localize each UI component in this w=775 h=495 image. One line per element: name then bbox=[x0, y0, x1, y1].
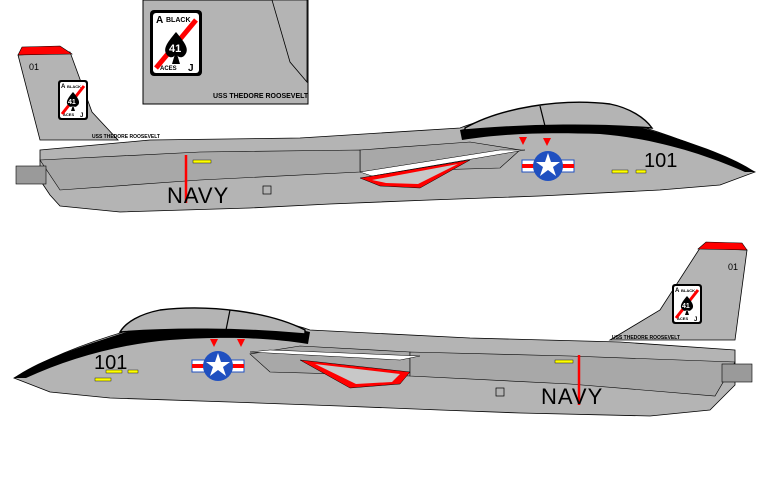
bottom-warning-triangle-1 bbox=[210, 339, 218, 347]
bottom-canopy-frame bbox=[225, 309, 231, 331]
bottom-tail-number: 01 bbox=[728, 262, 738, 272]
top-antiglare-stripe bbox=[460, 118, 755, 172]
inset-card-bottom-word: ACES bbox=[160, 66, 177, 72]
top-glove-white-stripe bbox=[359, 149, 526, 177]
inset-ship-name: USS THEDORE ROOSEVELT bbox=[213, 93, 309, 100]
top-yellow-marking-2 bbox=[611, 169, 629, 174]
inset-card-number: 41 bbox=[169, 43, 181, 55]
top-canopy-frame bbox=[539, 105, 546, 127]
top-modex-number: 101 bbox=[644, 150, 677, 172]
top-warning-triangle-2 bbox=[543, 138, 551, 146]
top-navy-text: NAVY bbox=[167, 183, 229, 208]
top-tail-number: 01 bbox=[29, 62, 39, 72]
bottom-tail-squadron-card: 41 A BLACK ACES J bbox=[672, 284, 702, 324]
bottom-warning-triangle-2 bbox=[237, 339, 245, 347]
bottom-yellow-marking-1 bbox=[554, 359, 574, 364]
top-card-top-word: BLACK bbox=[67, 84, 81, 89]
bottom-yellow-marking-4 bbox=[94, 377, 112, 382]
bottom-tail-ship-name: USS THEDORE ROOSEVELT bbox=[612, 335, 680, 341]
bottom-glove-white-stripe bbox=[249, 349, 421, 361]
inset-card-corner-bottom: J bbox=[188, 63, 194, 74]
bottom-yellow-marking-2 bbox=[105, 369, 123, 374]
top-exhaust-nozzle bbox=[15, 165, 47, 185]
bottom-aircraft-profile: 01 41 A BLACK ACES J USS THEDORE ROOSEVE… bbox=[13, 241, 753, 417]
bottom-tail-red-cap bbox=[697, 241, 748, 251]
bottom-modex-number: 101 bbox=[94, 352, 127, 374]
bottom-national-insignia bbox=[191, 351, 245, 381]
inset-squadron-card: 41 A BLACK ACES J bbox=[150, 10, 202, 76]
top-yellow-marking-3 bbox=[635, 169, 647, 174]
top-card-number: 41 bbox=[68, 99, 76, 106]
inset-card-top-word: BLACK bbox=[166, 17, 191, 24]
top-card-bottom-word: ACES bbox=[63, 112, 74, 117]
top-wing-gray bbox=[372, 164, 458, 184]
top-tail-red-cap bbox=[17, 45, 73, 56]
bottom-wing-gray bbox=[315, 364, 400, 384]
top-warning-triangle-1 bbox=[519, 137, 527, 145]
top-national-insignia bbox=[521, 151, 575, 181]
top-card-corner-bottom: J bbox=[80, 113, 83, 119]
top-canopy bbox=[464, 101, 654, 131]
bottom-card-corner-bottom: J bbox=[694, 317, 697, 323]
tail-marking-inset: 41 A BLACK ACES J USS THEDORE ROOSEVELT bbox=[142, 0, 309, 105]
inset-card-corner-top: A bbox=[156, 15, 163, 26]
bottom-navy-text: NAVY bbox=[541, 384, 603, 409]
top-card-corner-top: A bbox=[61, 84, 66, 90]
inset-fin-edge bbox=[271, 0, 308, 84]
bottom-card-number: 41 bbox=[682, 303, 690, 310]
top-access-panel bbox=[262, 185, 272, 195]
bottom-access-panel bbox=[495, 387, 505, 397]
bottom-yellow-marking-3 bbox=[127, 369, 139, 374]
top-tail-ship-name: USS THEDORE ROOSEVELT bbox=[92, 134, 160, 140]
bottom-card-corner-top: A bbox=[675, 288, 680, 294]
bottom-engine-nacelle bbox=[409, 351, 736, 397]
top-yellow-marking-1 bbox=[192, 159, 212, 164]
bottom-exhaust-nozzle bbox=[721, 363, 753, 383]
bottom-antiglare-stripe bbox=[14, 321, 310, 378]
top-tail-squadron-card: 41 A BLACK ACES J bbox=[58, 80, 88, 120]
top-aircraft-profile: 01 41 A BLACK ACES J USS THEDORE ROOSEVE… bbox=[15, 45, 757, 213]
bottom-canopy bbox=[118, 307, 306, 335]
bottom-card-top-word: BLACK bbox=[681, 288, 695, 293]
bottom-card-bottom-word: ACES bbox=[677, 316, 688, 321]
